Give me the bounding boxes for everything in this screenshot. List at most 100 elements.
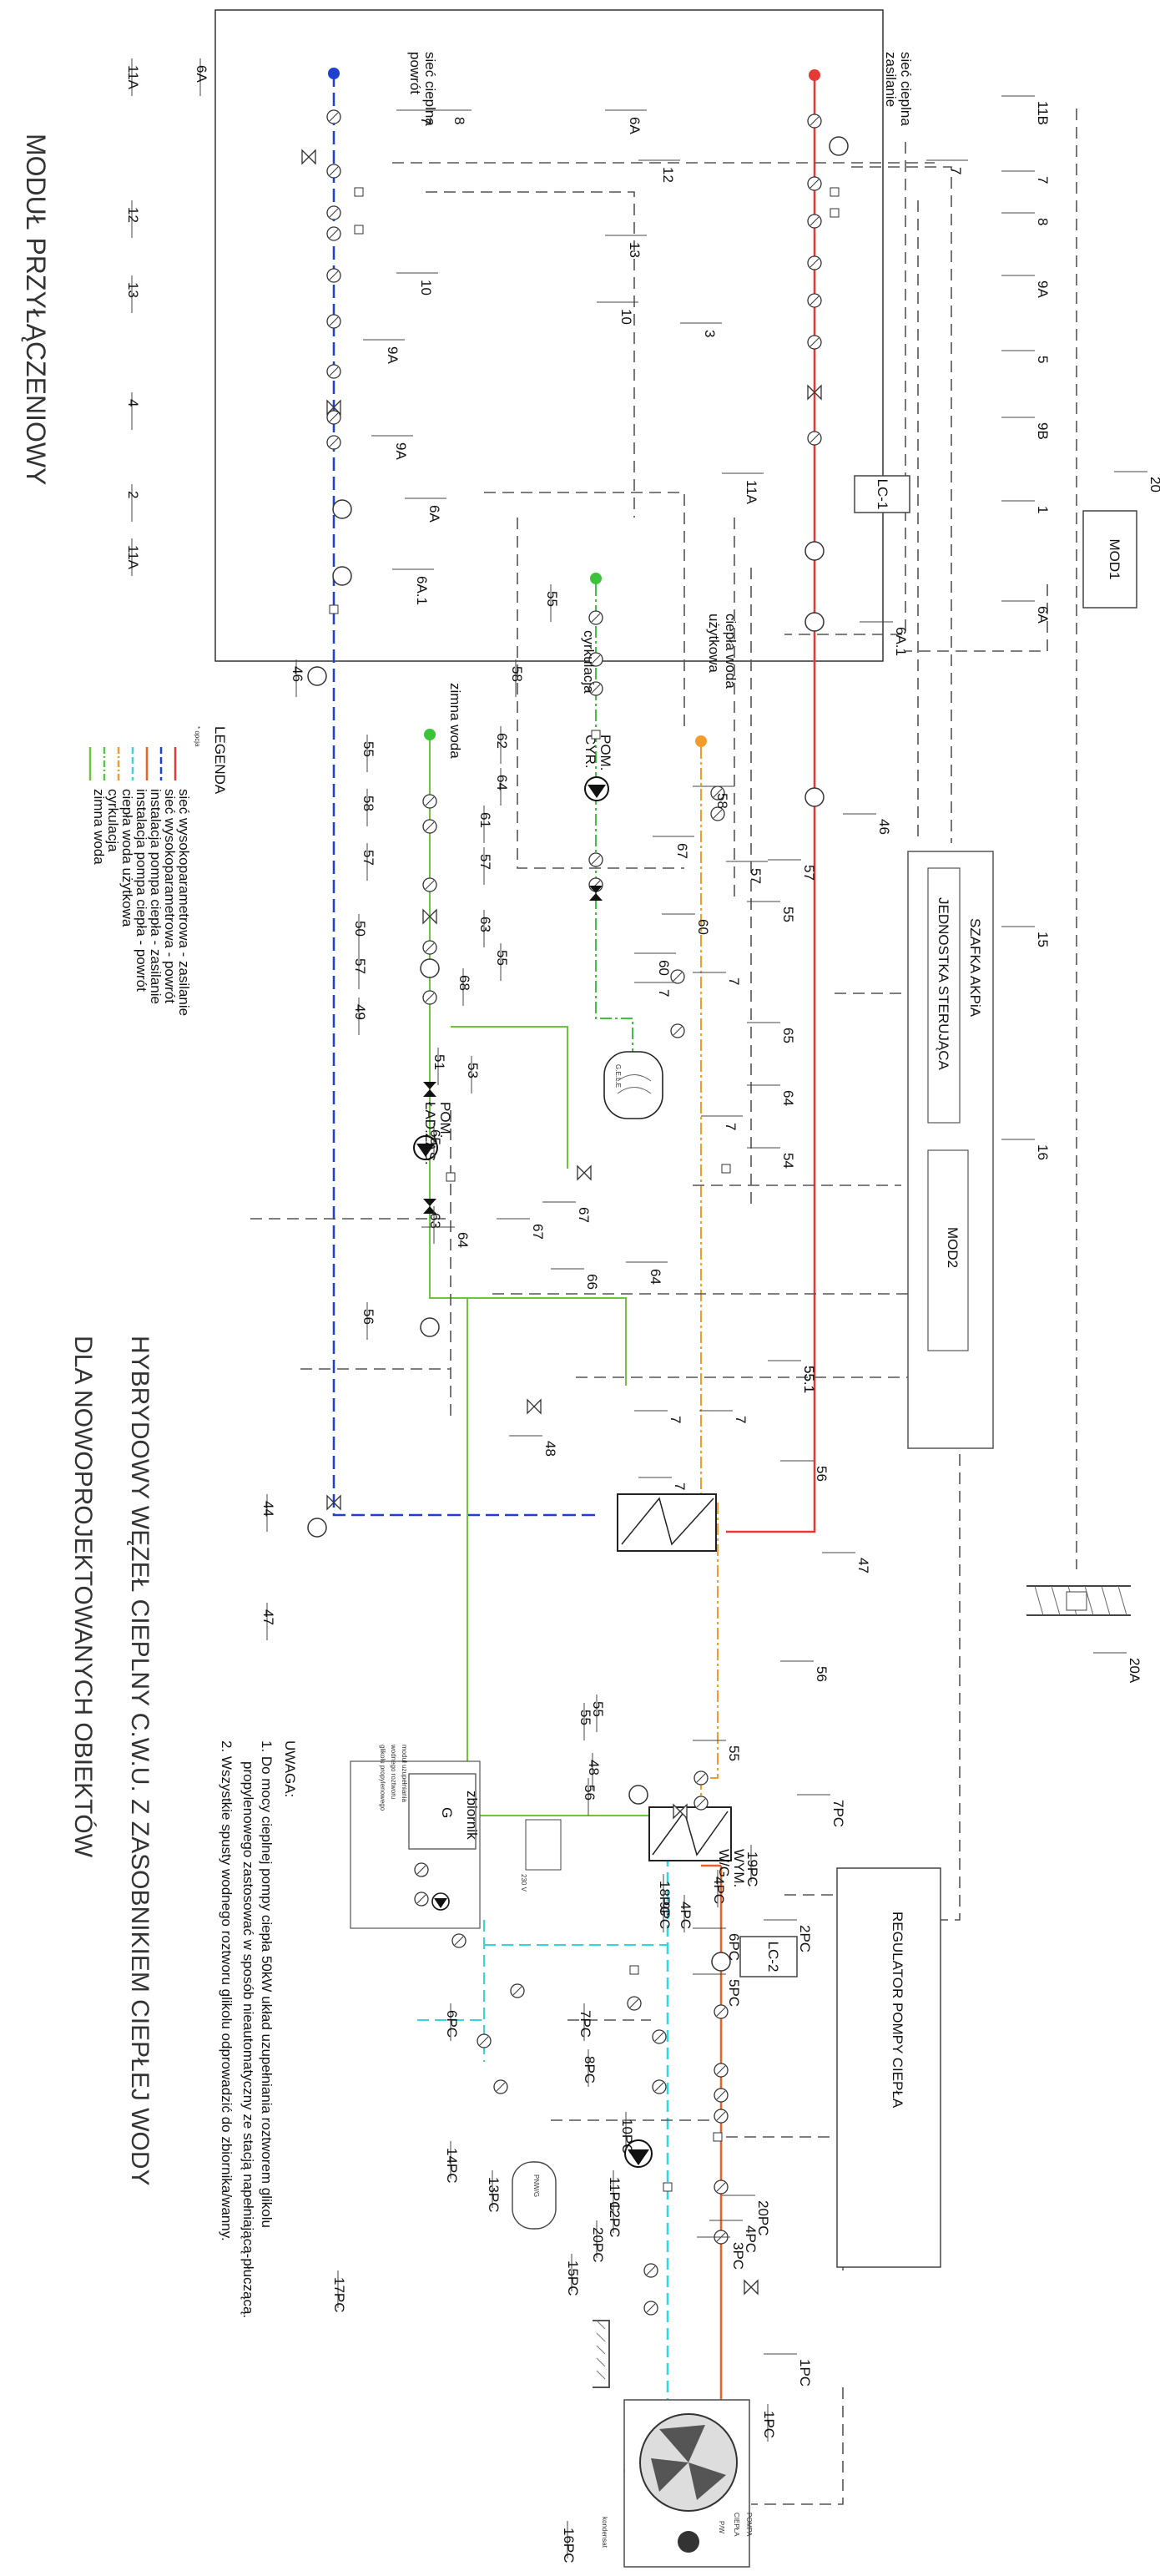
sensor-icon xyxy=(591,730,601,740)
valve-icon xyxy=(527,1398,542,1415)
circulation-pump-label-1: POM. xyxy=(598,735,613,770)
callout-label: 48 xyxy=(586,1760,602,1775)
ball-valve-icon xyxy=(420,1317,440,1337)
hp-circulation-pump-icon xyxy=(624,2139,653,2168)
mod1-label: MOD1 xyxy=(1107,538,1122,579)
callout-label: 7 xyxy=(948,167,964,174)
callout-label: 46 xyxy=(290,666,305,682)
return-node-icon xyxy=(328,68,340,79)
mod2-box xyxy=(927,1149,969,1351)
valve-icon xyxy=(326,1494,341,1511)
charging-pump-label-1: POM. xyxy=(437,1102,453,1138)
return-pipe xyxy=(332,73,601,1517)
supply-pipe xyxy=(726,75,816,1533)
callout-label: 7 xyxy=(726,977,742,985)
callout-label: 55 xyxy=(780,907,796,922)
callout-label: 13 xyxy=(627,242,643,258)
callout-label: 9B xyxy=(1035,422,1051,440)
cold-water-pipe xyxy=(429,739,659,1816)
sensor-icon xyxy=(329,604,339,614)
ball-valve-icon xyxy=(332,566,352,586)
callout-label: 20PC xyxy=(590,2227,606,2263)
callout-label: 7PC xyxy=(830,1800,846,1827)
callout-label: 15 xyxy=(1035,932,1051,947)
callout-label: 6A.1 xyxy=(893,627,909,656)
cabinet-subtitle: JEDNOSTKA STERUJĄCA xyxy=(936,897,951,1071)
hp-regulator-box xyxy=(836,1867,941,2268)
callout-label: 2PC xyxy=(797,1925,813,1952)
check-valve-icon xyxy=(589,886,603,901)
dhw-label-1: ciepła woda xyxy=(723,614,739,689)
callout-label: 7 xyxy=(656,989,672,997)
circulation-pump-label-2: CYR. xyxy=(583,735,598,769)
callout-label: 20 xyxy=(1147,477,1160,492)
heat-pump-label-1: POMPA xyxy=(745,2513,753,2537)
callout-label: 7 xyxy=(672,1482,688,1490)
heat-pump-compressor-icon xyxy=(678,2531,699,2553)
callout-label: 44 xyxy=(260,1501,276,1517)
callout-label: 65 xyxy=(427,1129,443,1145)
callout-label: 6A xyxy=(1035,606,1051,624)
check-valve-icon xyxy=(423,1082,436,1097)
notes: UWAGA: 1. Do mocy cieplnej pompy ciepła … xyxy=(219,1740,298,2318)
callout-label: 19PC xyxy=(744,1851,760,1887)
callout-label: 3 xyxy=(702,330,718,337)
callout-label: 55.1 xyxy=(801,1366,817,1393)
callout-label: 46 xyxy=(876,819,892,835)
legend-title: LEGENDA xyxy=(212,726,228,795)
voltage-label: 230 V xyxy=(520,1874,527,1892)
callout-label: 60 xyxy=(695,919,711,935)
callout-label: 9A xyxy=(393,442,409,460)
callout-label: 53 xyxy=(465,1063,481,1078)
callout-label: 56 xyxy=(814,1666,830,1682)
valve-icon xyxy=(326,399,341,416)
callout-label: 65 xyxy=(780,1028,796,1043)
callout-label: 9A xyxy=(1035,280,1051,298)
callout-label: 1 xyxy=(1035,506,1051,513)
legend-item-label: instalacja pompa ciepła - powrót xyxy=(134,789,149,992)
callout-label: 10 xyxy=(418,280,434,295)
valve-icon xyxy=(673,1803,688,1820)
hp-regulator-label: REGULATOR POMPY CIEPŁA xyxy=(890,1912,905,2109)
module-title: MODUŁ PRZYŁĄCZENIOWY xyxy=(21,134,51,485)
callout-label: 64 xyxy=(455,1232,471,1248)
valve-icon xyxy=(422,908,437,925)
charging-pump-icon xyxy=(413,1135,438,1160)
notes-1: 1. Do mocy cieplnej pompy ciepła 50kW uk… xyxy=(259,1740,275,2228)
legend-item-label: sieć wysokoparametrowa - zasilanie xyxy=(176,789,192,1016)
return-label-1: sieć cieplna xyxy=(422,52,438,126)
callout-label: 6A xyxy=(627,117,643,134)
legend: LEGENDA * opcja sieć wysokoparametrowa -… xyxy=(88,726,228,1016)
callout-label: 14PC xyxy=(444,2148,460,2184)
dhw-storage-tank xyxy=(603,1051,663,1119)
wg-label-1: WYM. xyxy=(731,1849,747,1887)
callout-label: 51 xyxy=(431,1054,447,1070)
callout-label: 57 xyxy=(748,868,764,884)
callout-label: 11PC xyxy=(607,2177,623,2211)
callout-label: 7 xyxy=(733,1416,749,1423)
dhw-pipe xyxy=(700,747,719,1811)
callout-label: 61 xyxy=(477,812,493,828)
callout-label: 5PC xyxy=(726,1979,742,2007)
callout-label: 6A.1 xyxy=(414,576,430,605)
cold-water-label: zimna woda xyxy=(447,683,463,759)
callout-label: 63 xyxy=(477,917,493,932)
ball-valve-icon xyxy=(711,1952,731,1972)
legend-note: * opcja xyxy=(194,726,201,747)
sensor-icon xyxy=(830,208,840,218)
callout-label: 62 xyxy=(494,733,510,749)
callout-label: 57 xyxy=(361,850,376,866)
lc1-box xyxy=(854,475,910,513)
callout-label: 8PC xyxy=(582,2056,598,2084)
supply-label-2: zasilanie xyxy=(883,52,899,107)
callout-label: 8 xyxy=(451,117,467,124)
valve-icon xyxy=(301,149,316,165)
callout-label: 64 xyxy=(648,1269,663,1285)
valve-icon xyxy=(744,2279,759,2296)
hp-return-pipe-2 xyxy=(417,1920,668,2062)
callout-label: 63 xyxy=(427,1213,443,1229)
callout-label: 13 xyxy=(125,282,141,298)
svg-text:G.E.L.E: G.E.L.E xyxy=(614,1064,622,1088)
sensor-icon xyxy=(354,225,364,235)
